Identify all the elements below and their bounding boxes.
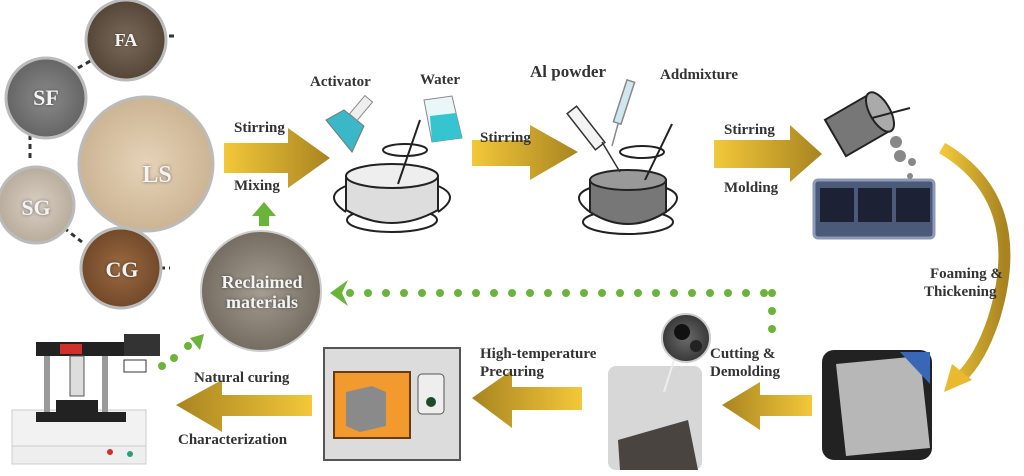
connector-sg-cg bbox=[63, 226, 83, 244]
label-characterization: Characterization bbox=[178, 432, 288, 448]
label-activator: Activator bbox=[310, 74, 371, 90]
label-water: Water bbox=[420, 72, 460, 88]
reclaimed-materials-circle bbox=[200, 230, 322, 352]
label-stirring-3: Stirring bbox=[724, 122, 775, 138]
label-high-temperature: High-temperature bbox=[480, 346, 597, 362]
arrow-cutting-demolding bbox=[722, 382, 812, 430]
arrow-foaming-curve bbox=[938, 142, 1011, 383]
pouring-drops bbox=[890, 136, 916, 179]
label-sf: SF bbox=[33, 85, 59, 110]
label-foaming: Foaming & bbox=[930, 266, 1003, 282]
label-ls: LS bbox=[142, 161, 172, 188]
recycle-dotted-path bbox=[158, 202, 776, 370]
label-stirring-2: Stirring bbox=[480, 130, 531, 146]
arrow-natural-curing bbox=[176, 380, 312, 432]
admixture-syringe-icon bbox=[611, 78, 636, 147]
label-natural-curing: Natural curing bbox=[194, 370, 290, 386]
label-demolding: Demolding bbox=[710, 364, 781, 380]
label-al-powder: Al powder bbox=[530, 62, 607, 81]
al-powder-syringe-icon bbox=[566, 105, 621, 173]
sg-circle bbox=[0, 165, 76, 245]
water-beaker-icon bbox=[423, 95, 463, 143]
activator-flask-icon bbox=[325, 94, 374, 153]
mixing-pot-2 bbox=[578, 123, 678, 235]
arrow-foaming-head bbox=[944, 364, 972, 392]
label-reclaimed-materials: Reclaimed materials bbox=[221, 272, 303, 312]
ls-circle bbox=[77, 95, 215, 233]
foamed-block-photo bbox=[822, 350, 932, 460]
label-molding: Molding bbox=[724, 180, 779, 196]
recycle-arrowhead-left bbox=[330, 280, 348, 306]
arrow-stirring-2 bbox=[472, 125, 578, 180]
arrow-stirring-mixing bbox=[224, 128, 330, 188]
arrow-stirring-molding bbox=[714, 125, 822, 182]
recycle-arrowhead-up bbox=[252, 202, 276, 226]
label-sg: SG bbox=[21, 195, 51, 220]
label-mixing: Mixing bbox=[234, 178, 280, 194]
three-gang-mold bbox=[812, 178, 936, 240]
sf-circle bbox=[4, 56, 88, 140]
oven-icon bbox=[323, 347, 461, 461]
compression-testing-machine bbox=[11, 334, 160, 465]
label-stirring-1: Stirring bbox=[234, 120, 285, 136]
pouring-pot-icon bbox=[823, 91, 911, 158]
mixing-pot-1 bbox=[333, 119, 451, 233]
fa-circle bbox=[84, 0, 168, 82]
recycle-arrowhead-up-right bbox=[190, 334, 204, 350]
label-fa: FA bbox=[114, 29, 138, 50]
label-cutting: Cutting & bbox=[710, 346, 776, 362]
label-precuring: Precuring bbox=[480, 364, 544, 380]
label-admixture: Addmixture bbox=[660, 67, 739, 83]
label-cg: CG bbox=[105, 257, 139, 282]
arrow-hightemp-precuring bbox=[472, 370, 582, 428]
cut-block-photo bbox=[608, 366, 702, 470]
connector-fa-sf bbox=[77, 58, 93, 70]
cg-circle bbox=[79, 226, 163, 310]
label-thickening: Thickening bbox=[924, 284, 997, 300]
